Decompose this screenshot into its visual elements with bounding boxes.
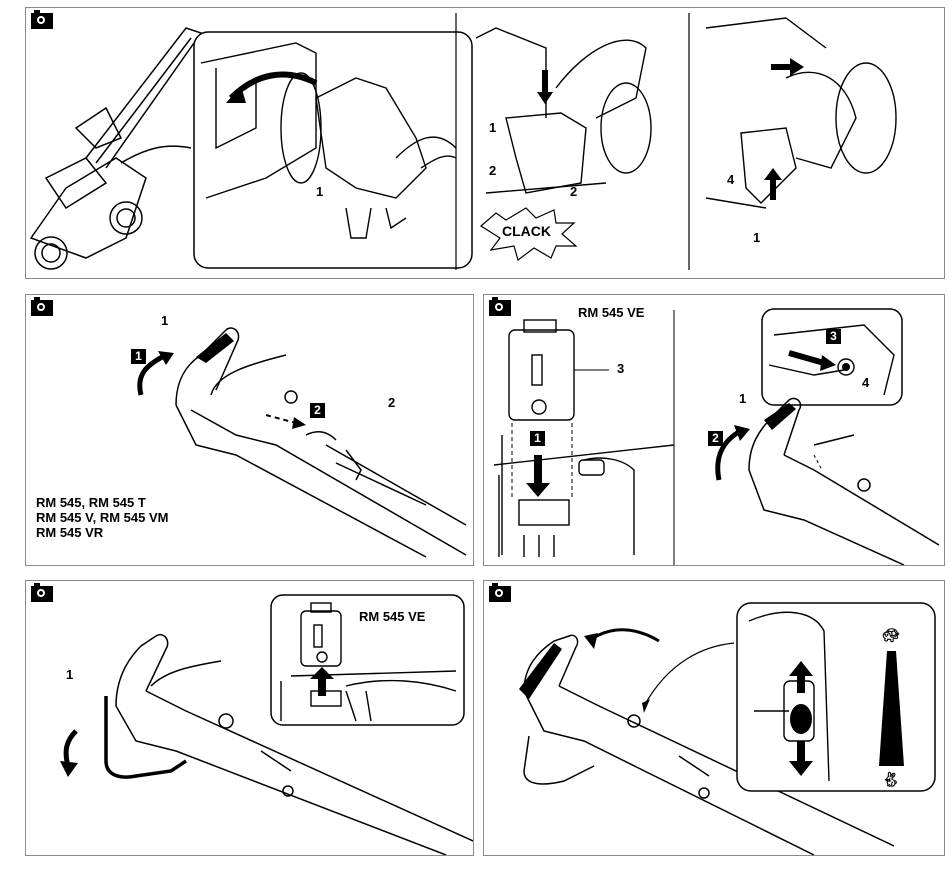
model-title: RM 545 VE: [359, 609, 425, 624]
panel-grass-catcher-assembly: 1 1 2 2 CLACK 4 1: [25, 7, 945, 279]
panel-battery-insert: RM 545 VE 1 3 2 3 4 1: [483, 294, 945, 566]
model-title: RM 545 VE: [578, 305, 644, 320]
callout-label: 1: [66, 667, 73, 682]
illustration-mower-catcher: [26, 8, 944, 278]
callout-label: 4: [727, 172, 734, 187]
model-name: RM 545, RM 545 T: [36, 495, 168, 510]
callout-label: 3: [617, 361, 624, 376]
callout-label: 2: [388, 395, 395, 410]
model-list: RM 545, RM 545 T RM 545 V, RM 545 VM RM …: [36, 495, 168, 540]
panel-handle-unfold: 1 2 1 2 RM 545, RM 545 T RM 545 V, RM 54…: [25, 294, 474, 566]
step-number-badge: 3: [826, 329, 841, 344]
callout-label: 2: [489, 163, 496, 178]
rabbit-icon: 🐇︎: [882, 771, 900, 788]
callout-label: 4: [862, 375, 869, 390]
step-number-badge: 2: [310, 403, 325, 418]
turtle-icon: 🐢︎: [882, 627, 900, 644]
callout-label: 1: [753, 230, 760, 245]
callout-label: 2: [570, 184, 577, 199]
model-name: RM 545 V, RM 545 VM: [36, 510, 168, 525]
callout-label: 1: [739, 391, 746, 406]
callout-label: 1: [489, 120, 496, 135]
step-number-badge: 1: [530, 431, 545, 446]
illustration-battery-key: [484, 295, 944, 565]
callout-label: 1: [316, 184, 323, 199]
clack-sound-label: CLACK: [502, 223, 551, 239]
panel-speed-control: 🐢︎ 🐇︎: [483, 580, 945, 856]
illustration-speed-knob: [484, 581, 944, 855]
callout-label: 1: [161, 313, 168, 328]
step-number-badge: 2: [708, 431, 723, 446]
panel-handle-release: RM 545 VE 1: [25, 580, 474, 856]
step-number-badge: 1: [131, 349, 146, 364]
model-name: RM 545 VR: [36, 525, 168, 540]
